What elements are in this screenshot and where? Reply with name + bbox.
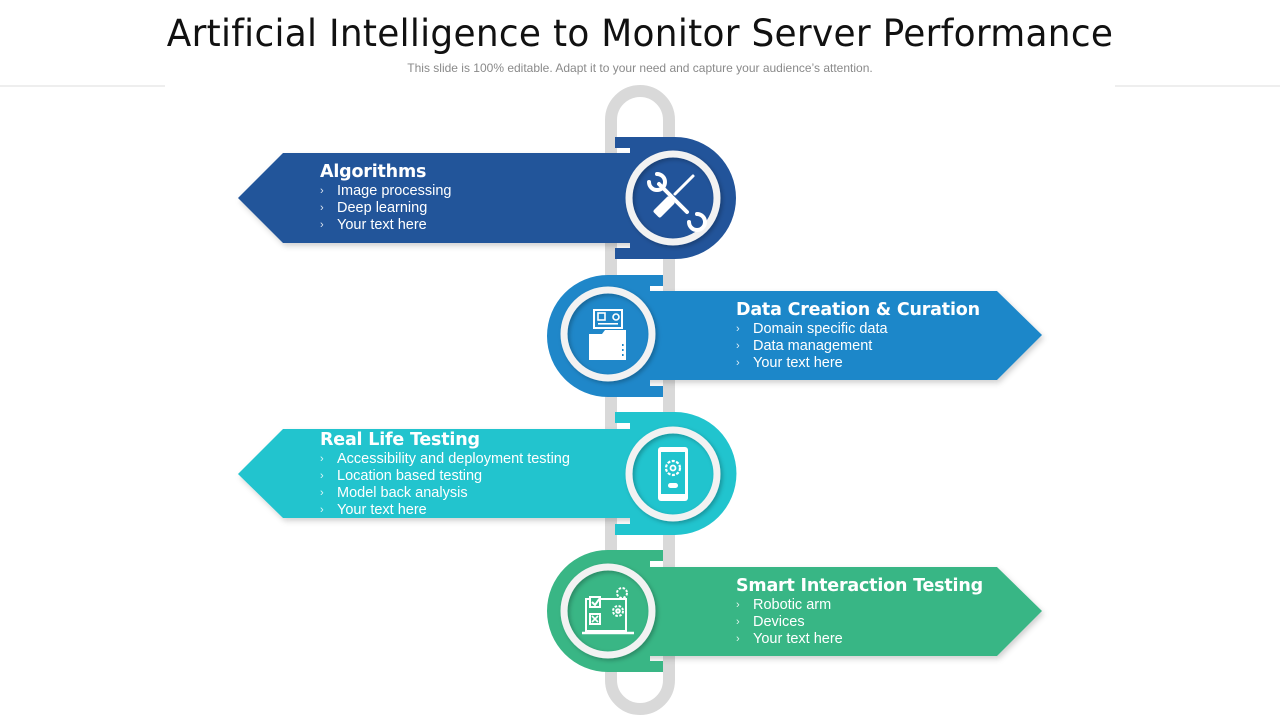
list-item: ›Your text here — [320, 502, 427, 518]
bullet-icon: › — [320, 219, 324, 231]
bullet-icon: › — [320, 487, 324, 499]
list-item: ›Your text here — [736, 355, 843, 371]
step-4-ring — [560, 563, 656, 659]
list-item: ›Your text here — [736, 631, 843, 647]
step-2-ring — [560, 286, 656, 382]
header-divider-right — [1115, 85, 1280, 87]
bullet-icon: › — [736, 357, 740, 369]
step-1-banner — [238, 153, 640, 243]
bullet-icon: › — [320, 470, 324, 482]
step-1-algorithms — [238, 137, 736, 259]
list-item: ›Domain specific data — [736, 321, 888, 337]
list-item: ›Image processing — [320, 183, 452, 199]
step-3-points: ›Accessibility and deployment testing ›L… — [320, 451, 570, 519]
bullet-icon: › — [736, 599, 740, 611]
step-2-heading: Data Creation & Curation — [736, 300, 980, 320]
step-4-points: ›Robotic arm ›Devices ›Your text here — [736, 597, 983, 648]
bullet-icon: › — [736, 633, 740, 645]
spine-track — [605, 85, 675, 715]
bullet-icon: › — [320, 504, 324, 516]
header-divider-left — [0, 85, 165, 87]
bullet-icon: › — [320, 453, 324, 465]
step-2-points: ›Domain specific data ›Data management ›… — [736, 321, 980, 372]
step-2-text: Data Creation & Curation ›Domain specifi… — [736, 299, 980, 372]
list-item: ›Devices — [736, 614, 805, 630]
checklist-gears-icon — [582, 587, 634, 635]
step-2-data-creation — [547, 275, 1042, 397]
step-1-ring — [625, 150, 721, 246]
step-3-real-life-testing — [238, 412, 737, 535]
list-item: ›Robotic arm — [736, 597, 832, 613]
step-4-banner — [640, 567, 1042, 656]
step-3-heading: Real Life Testing — [320, 430, 480, 450]
list-item: ›Your text here — [320, 217, 427, 233]
step-1-text: Algorithms ›Image processing ›Deep learn… — [320, 161, 451, 234]
step-4-heading: Smart Interaction Testing — [736, 576, 983, 596]
step-3-ring — [625, 426, 721, 522]
list-item: ›Accessibility and deployment testing — [320, 451, 570, 467]
slide-subtitle: This slide is 100% editable. Adapt it to… — [407, 61, 873, 75]
step-2-banner — [640, 291, 1042, 380]
data-folder-icon — [589, 309, 626, 360]
mobile-settings-icon — [658, 447, 688, 501]
bullet-icon: › — [736, 616, 740, 628]
bullet-icon: › — [320, 185, 324, 197]
step-1-points: ›Image processing ›Deep learning ›Your t… — [320, 183, 451, 234]
list-item: ›Deep learning — [320, 200, 428, 216]
step-1-heading: Algorithms — [320, 162, 427, 182]
wrench-screwdriver-icon — [647, 172, 707, 232]
step-4-smart-interaction-testing — [547, 550, 1042, 672]
list-item: ›Location based testing — [320, 468, 483, 484]
step-4-text: Smart Interaction Testing ›Robotic arm ›… — [736, 575, 983, 648]
bullet-icon: › — [320, 202, 324, 214]
bullet-icon: › — [736, 340, 740, 352]
list-item: ›Model back analysis — [320, 485, 468, 501]
step-3-text: Real Life Testing ›Accessibility and dep… — [320, 429, 570, 519]
bullet-icon: › — [736, 323, 740, 335]
step-3-banner — [238, 429, 640, 518]
slide-title: Artificial Intelligence to Monitor Serve… — [166, 12, 1114, 55]
list-item: ›Data management — [736, 338, 873, 354]
